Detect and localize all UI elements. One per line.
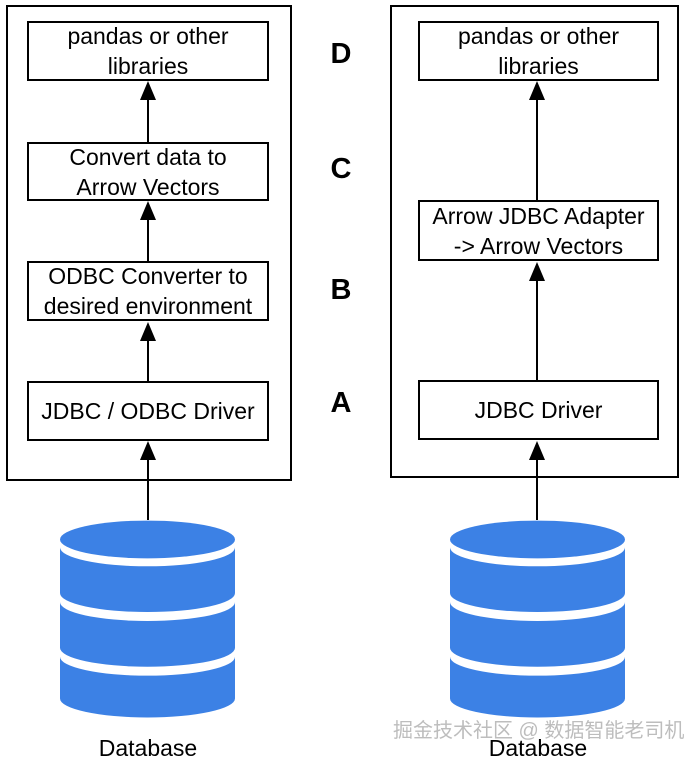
stage-label-d: D (330, 38, 352, 70)
up-arrow-right-bottom (529, 441, 545, 520)
stage-label-c: C (330, 153, 352, 185)
up-arrow-right-middle (529, 262, 545, 380)
arrow-shaft (147, 216, 149, 261)
arrow-shaft (536, 456, 538, 520)
database-icon-right (450, 520, 625, 718)
arrowhead-icon (529, 262, 545, 281)
database-icon-left (60, 520, 235, 718)
arrow-shaft (536, 96, 538, 200)
arrowhead-icon (140, 322, 156, 341)
arrow-shaft (147, 337, 149, 381)
node-pandas-left: pandas or other libraries (27, 21, 269, 81)
database-icon (60, 520, 235, 718)
node-odbc-converter: ODBC Converter to desired environment (27, 261, 269, 321)
arrow-shaft (536, 277, 538, 380)
arrowhead-icon (140, 201, 156, 220)
arrowhead-icon (140, 441, 156, 460)
database-icon (450, 520, 625, 718)
up-arrow-left-b (140, 322, 156, 381)
database-label-right: Database (488, 735, 588, 761)
up-arrow-left-d (140, 81, 156, 142)
up-arrow-right-top (529, 81, 545, 200)
up-arrow-left-a (140, 441, 156, 520)
node-arrow-jdbc-adapter: Arrow JDBC Adapter -> Arrow Vectors (418, 200, 659, 261)
node-convert-arrow-vectors: Convert data to Arrow Vectors (27, 142, 269, 201)
arrowhead-icon (529, 81, 545, 100)
up-arrow-left-c (140, 201, 156, 261)
arrow-shaft (147, 456, 149, 520)
stage-label-a: A (330, 387, 352, 419)
node-jdbc-driver: JDBC Driver (418, 380, 659, 440)
node-pandas-right: pandas or other libraries (418, 21, 659, 81)
arrowhead-icon (140, 81, 156, 100)
database-label-left: Database (98, 735, 198, 761)
node-jdbc-odbc-driver: JDBC / ODBC Driver (27, 381, 269, 441)
arrowhead-icon (529, 441, 545, 460)
arrow-shaft (147, 96, 149, 142)
stage-label-b: B (330, 274, 352, 306)
